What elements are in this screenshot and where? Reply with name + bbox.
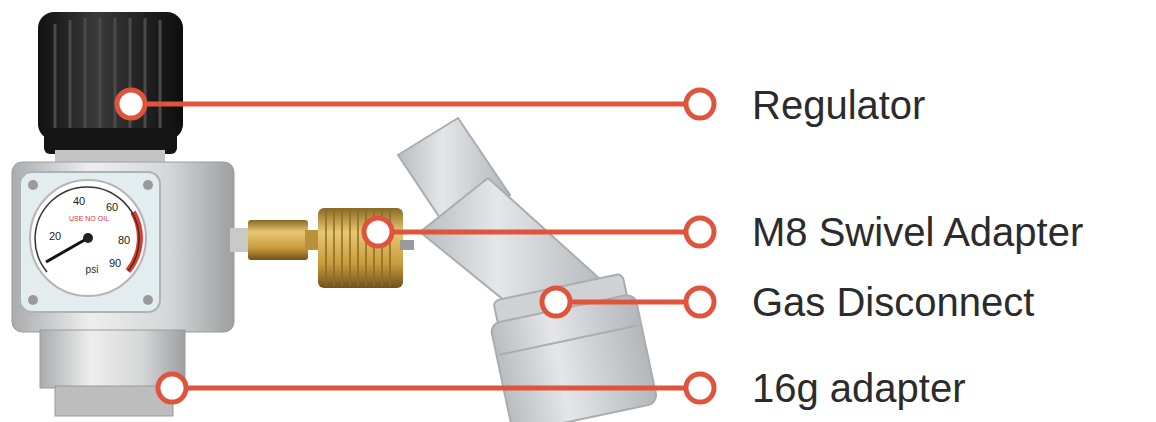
gas-disconnect-body [398, 118, 658, 422]
pressure-gauge [20, 172, 160, 312]
cartridge-adapter [55, 386, 173, 416]
gauge-number: 90 [109, 258, 121, 269]
gauge-number: 20 [49, 231, 61, 242]
gauge-number: 60 [106, 202, 118, 213]
callout-label: Regulator [752, 85, 925, 125]
regulator-knob [38, 12, 183, 154]
gauge-number: 40 [73, 196, 85, 207]
callout-label: M8 Swivel Adapter [752, 212, 1083, 252]
callout-label: 16g adapter [752, 368, 966, 408]
gauge-number: 80 [118, 235, 130, 246]
callout-label: Gas Disconnect [752, 282, 1034, 322]
regulator-body [12, 162, 234, 332]
leader-lines [117, 90, 714, 402]
swivel-fitting [230, 208, 414, 288]
gauge-warning: USE NO OIL [69, 215, 109, 222]
gauge-unit: psi [86, 265, 99, 275]
